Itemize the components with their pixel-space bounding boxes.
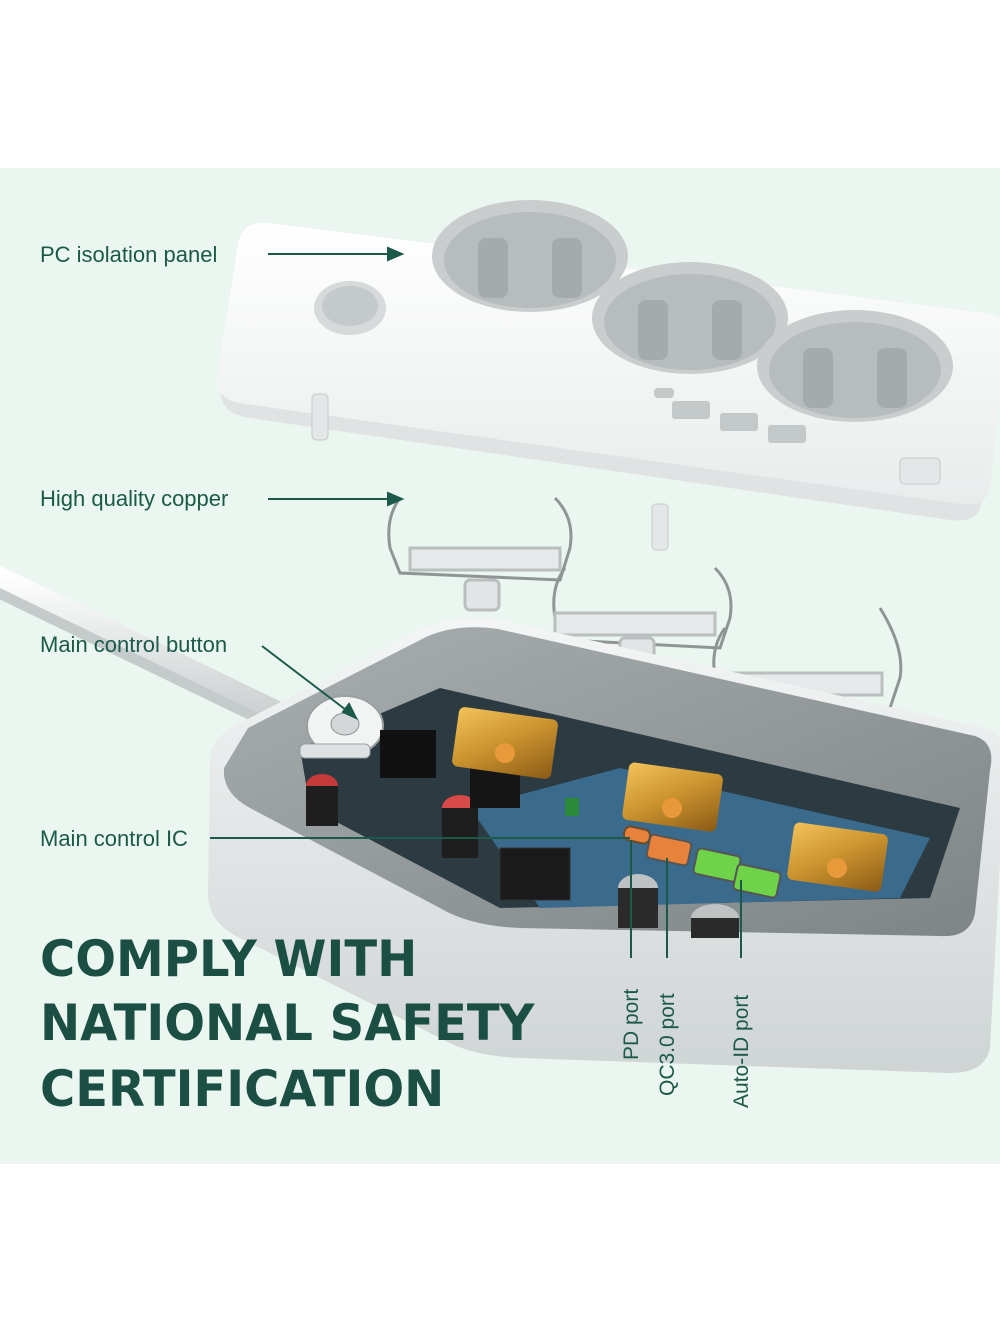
label-auto-id-port: Auto-ID port bbox=[730, 994, 753, 1108]
power-cable bbox=[0, 565, 315, 743]
socket-1 bbox=[432, 200, 628, 312]
callout-lines bbox=[210, 246, 742, 958]
label-pc-isolation-panel: PC isolation panel bbox=[40, 242, 218, 267]
socket-2 bbox=[592, 262, 788, 374]
headline-line-2: NATIONAL SAFETY bbox=[40, 994, 535, 1052]
label-qc-port: QC3.0 port bbox=[656, 993, 679, 1096]
pc-isolation-panel-shape bbox=[217, 200, 1000, 551]
power-strip-exploded-view bbox=[0, 200, 1000, 1073]
label-high-quality-copper: High quality copper bbox=[40, 486, 229, 511]
usb-ports bbox=[622, 825, 782, 899]
product-illustration-panel: PC isolation panel High quality copper M… bbox=[0, 168, 1000, 1164]
socket-3 bbox=[757, 310, 953, 422]
main-control-button-part bbox=[299, 695, 384, 759]
headline-line-3: CERTIFICATION bbox=[40, 1060, 445, 1118]
label-pd-port: PD port bbox=[620, 988, 643, 1060]
circuit-board bbox=[299, 688, 960, 938]
label-main-control-button: Main control button bbox=[40, 632, 228, 657]
label-main-control-ic: Main control IC bbox=[40, 826, 188, 851]
headline-line-1: COMPLY WITH bbox=[40, 930, 418, 988]
